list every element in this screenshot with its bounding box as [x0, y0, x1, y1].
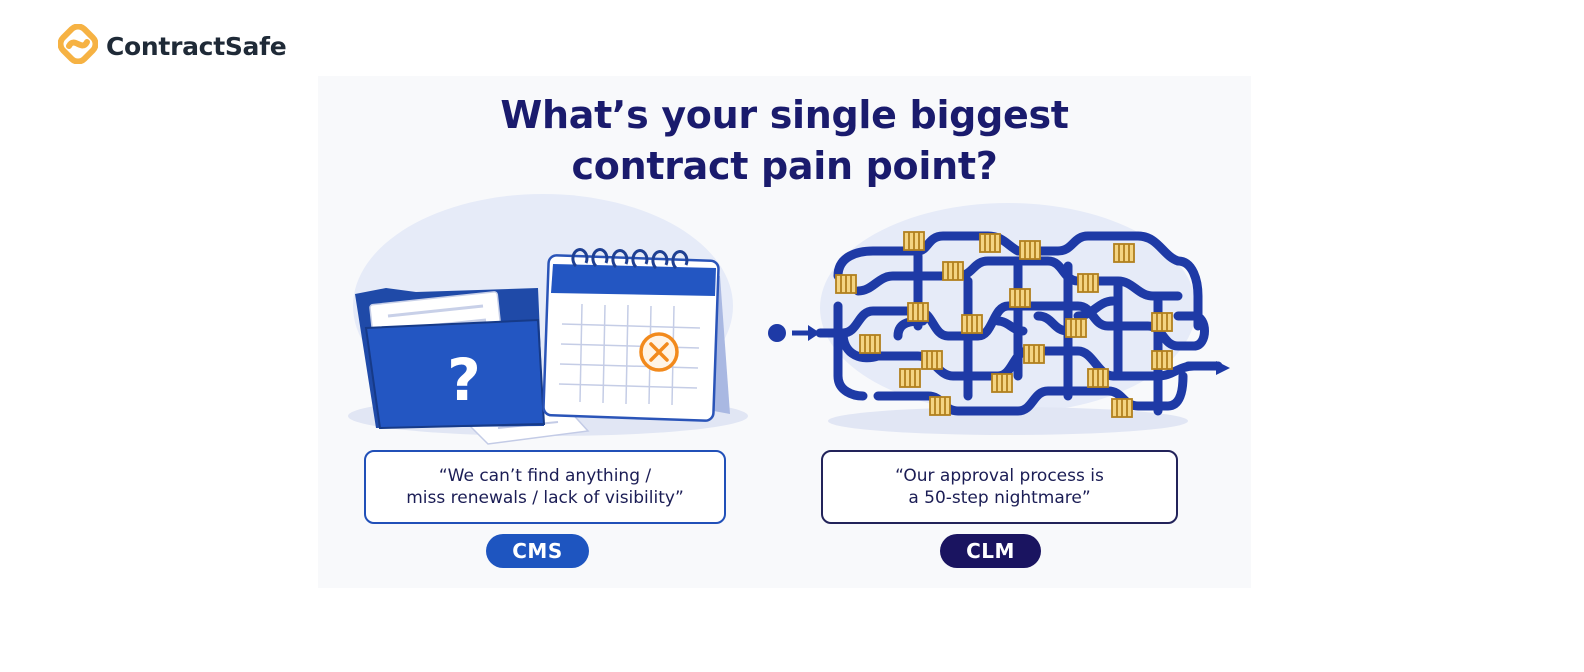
clm-illustration: [768, 203, 1230, 435]
brand-header[interactable]: ContractSafe: [57, 23, 287, 69]
cms-quote-box: “We can’t find anything / miss renewals …: [364, 450, 726, 524]
folder-question-icon: ?: [355, 288, 546, 430]
title-line-1: What’s your single biggest: [500, 93, 1069, 137]
illustration-art: ?: [348, 194, 1230, 445]
page-title: What’s your single biggest contract pain…: [318, 90, 1251, 192]
infographic-panel: What’s your single biggest contract pain…: [318, 76, 1251, 588]
gate-icon: [835, 231, 1173, 418]
clm-label-badge: CLM: [940, 534, 1041, 568]
svg-text:?: ?: [447, 346, 481, 414]
cms-illustration: ?: [348, 194, 748, 445]
cms-quote-line-2: miss renewals / lack of visibility”: [406, 488, 684, 508]
clm-quote-box: “Our approval process is a 50-step night…: [821, 450, 1178, 524]
cms-quote-line-1: “We can’t find anything /: [438, 466, 652, 486]
brand-name: ContractSafe: [106, 31, 287, 61]
contractsafe-logo-icon: [57, 23, 99, 69]
cms-label-badge: CMS: [486, 534, 589, 568]
clm-quote-line-2: a 50-step nightmare”: [908, 488, 1091, 508]
calendar-missed-icon: [542, 248, 730, 422]
clm-quote-line-1: “Our approval process is: [895, 466, 1104, 486]
title-line-2: contract pain point?: [571, 144, 998, 188]
